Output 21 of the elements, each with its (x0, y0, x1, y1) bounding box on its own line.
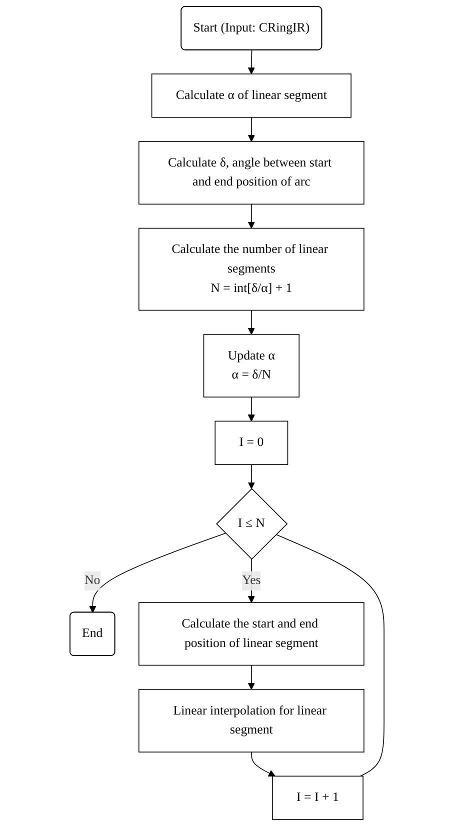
node-box: Calculate δ, angle between start and end position of arc (138, 141, 364, 205)
arrow (251, 752, 276, 776)
arrow (248, 116, 255, 142)
node-box: Linear interpolation for linear segment (138, 688, 364, 752)
node-box: Calculate the number of linear segments N = int[δ/α] + 1 (138, 228, 364, 311)
node-box: Calculate α of linear segment (151, 74, 352, 118)
edge-label: Yes (242, 574, 261, 588)
arrow (248, 50, 255, 74)
arrow (248, 204, 255, 229)
connector (276, 534, 384, 777)
node-box: I = 0 (214, 420, 288, 465)
arrow (248, 464, 255, 489)
node-box: I = I + 1 (272, 776, 364, 820)
arrow (248, 664, 255, 690)
node-box: Calculate the start and end position of linear segment (138, 602, 364, 666)
arrow (248, 310, 255, 335)
node-diamond: I ≤ N (216, 488, 288, 560)
edge-label: No (84, 574, 100, 588)
arrow (248, 396, 255, 422)
node-box: Update α α = δ/N (203, 334, 300, 398)
arrow (89, 532, 226, 613)
